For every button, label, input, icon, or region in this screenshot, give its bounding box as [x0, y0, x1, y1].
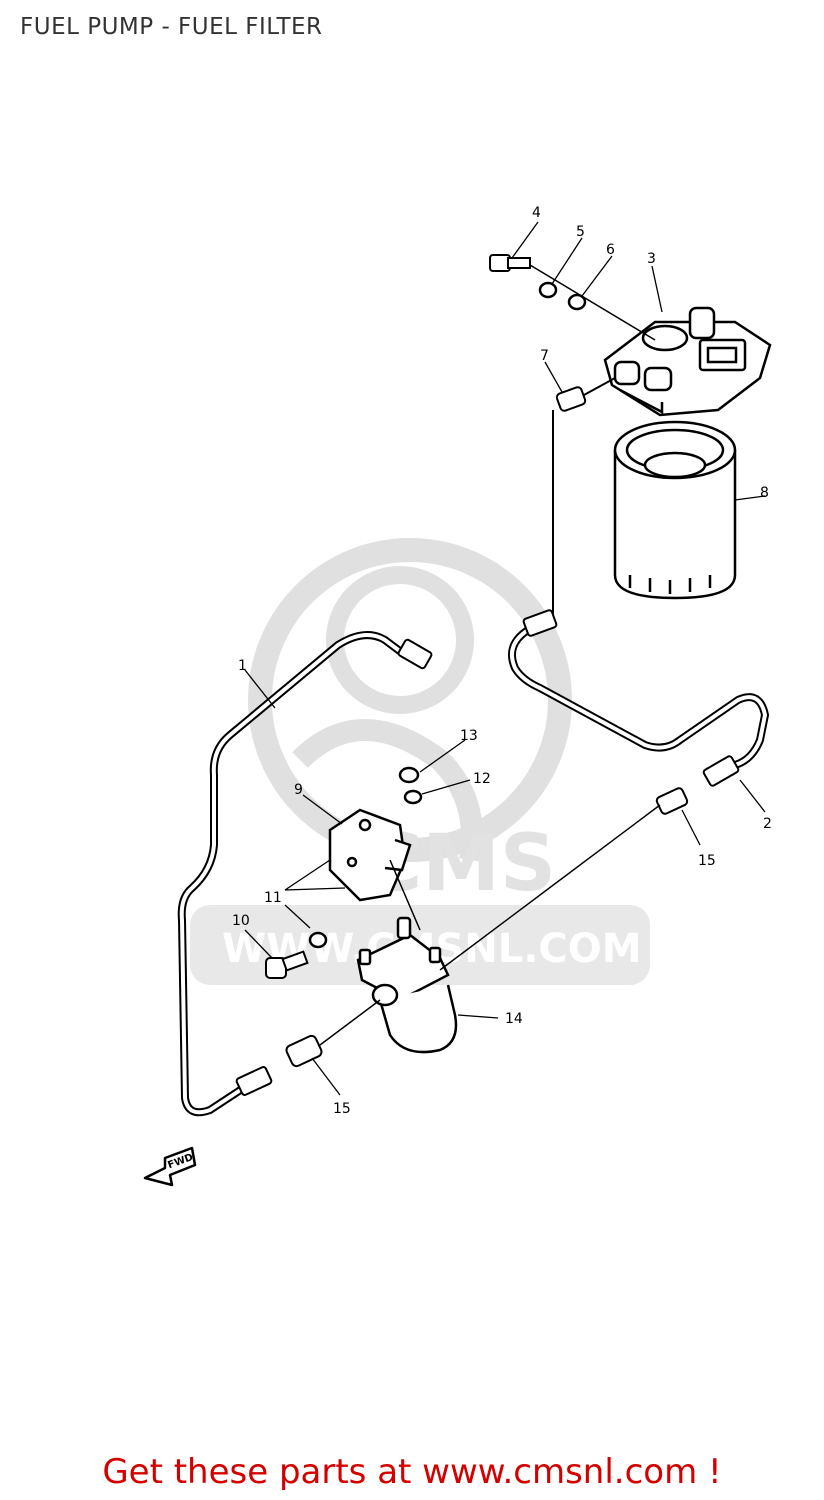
callout-12: 12: [473, 771, 491, 787]
callout-9: 9: [294, 782, 303, 798]
pipe-1-fitting-top: [397, 638, 433, 670]
washer-11: [308, 931, 328, 949]
callout-8: 8: [760, 485, 769, 501]
footer-link[interactable]: Get these parts at www.cmsnl.com !: [102, 1452, 722, 1492]
callout-11: 11: [264, 890, 282, 906]
callout-15-left: 15: [333, 1101, 351, 1117]
fwd-arrow-icon: FWD: [143, 1146, 197, 1187]
bracket-9: [328, 808, 412, 902]
fuel-pump: [356, 916, 458, 1054]
pipe-1-fitting-bottom: [235, 1066, 273, 1096]
washer-5: [538, 281, 558, 299]
callout-4: 4: [532, 205, 541, 221]
callout-5: 5: [576, 224, 585, 240]
fitting-7: [555, 377, 616, 412]
fitting-15-left: [285, 1034, 323, 1068]
leader-lines: [244, 221, 766, 1096]
callout-14: 14: [505, 1011, 523, 1027]
callout-7: 7: [540, 348, 549, 364]
fitting-15-right: [655, 787, 689, 815]
washer-6: [567, 293, 587, 311]
fuel-filter: [613, 420, 737, 600]
nut-13: [398, 766, 420, 784]
pipe-2-fitting-bottom: [702, 755, 740, 787]
callout-3: 3: [647, 251, 656, 267]
callout-1: 1: [238, 658, 247, 674]
bolt-4: [489, 254, 531, 272]
callout-6: 6: [606, 242, 615, 258]
callout-10: 10: [232, 913, 250, 929]
page-title: FUEL PUMP - FUEL FILTER: [20, 14, 323, 40]
cms-watermark: [190, 538, 650, 985]
washer-12: [403, 789, 423, 805]
bolt-10: [265, 950, 309, 979]
callout-2: 2: [763, 816, 772, 832]
pipe-2-fitting-top: [522, 609, 558, 637]
filter-head: [603, 306, 772, 417]
callout-13: 13: [460, 728, 478, 744]
callout-15-right: 15: [698, 853, 716, 869]
